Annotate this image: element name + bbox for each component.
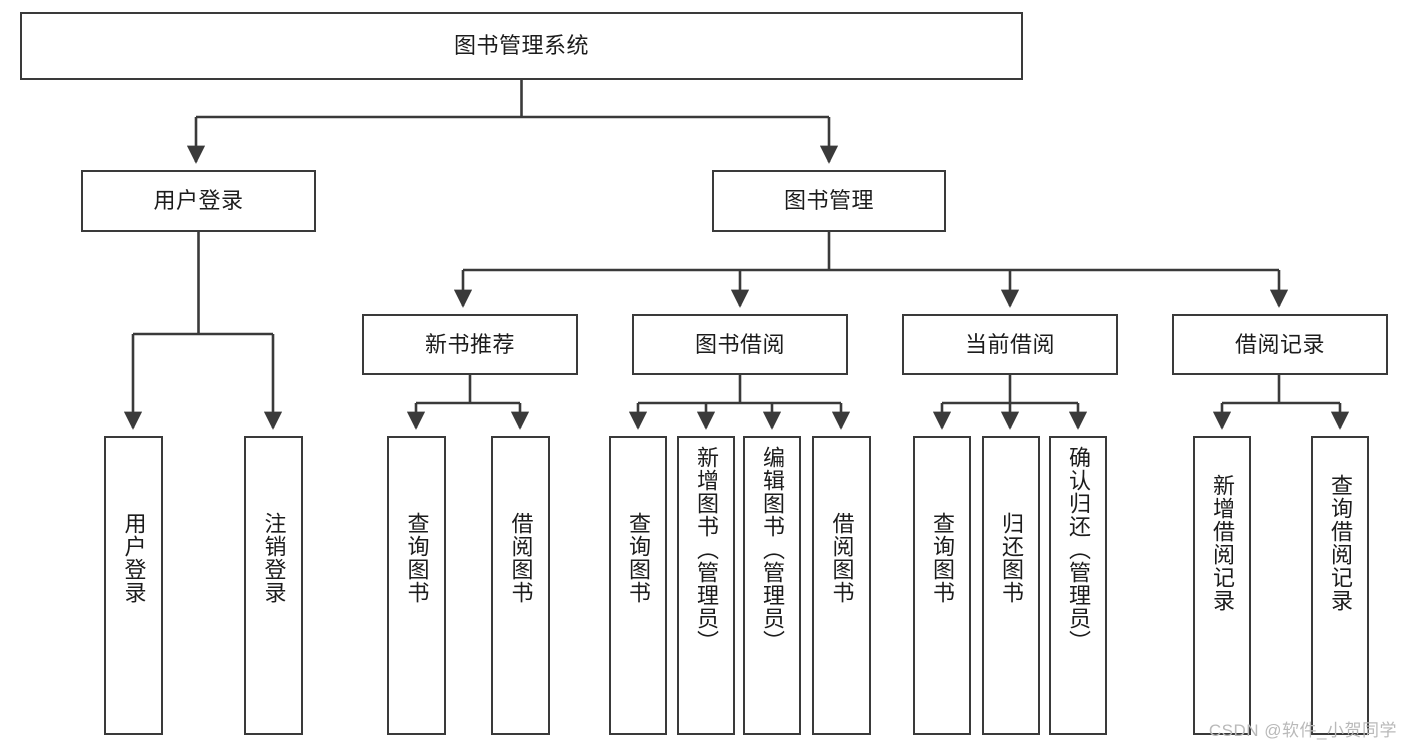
leaf-borrow-borrow-book[interactable]: 借阅图书 (812, 436, 871, 735)
leaf-record-add-record-label: 新增借阅记录 (1209, 474, 1235, 612)
node-root[interactable]: 图书管理系统 (20, 12, 1023, 80)
leaf-current-return-book[interactable]: 归还图书 (982, 436, 1040, 735)
leaf-recommend-borrow-book[interactable]: 借阅图书 (491, 436, 550, 735)
leaf-user-logout-label: 注销登录 (261, 512, 287, 604)
leaf-user-logout[interactable]: 注销登录 (244, 436, 303, 735)
leaf-recommend-query-book[interactable]: 查询图书 (387, 436, 446, 735)
leaf-user-login[interactable]: 用户登录 (104, 436, 163, 735)
leaf-borrow-add-book-admin-label: 新增图书（管理员） (693, 446, 719, 653)
node-book-borrow[interactable]: 图书借阅 (632, 314, 848, 375)
leaf-current-query-book[interactable]: 查询图书 (913, 436, 971, 735)
node-borrow-record-label: 借阅记录 (1234, 331, 1325, 357)
leaf-borrow-borrow-book-label: 借阅图书 (829, 512, 855, 604)
node-new-book-recommend-label: 新书推荐 (424, 331, 515, 357)
leaf-recommend-query-book-label: 查询图书 (404, 512, 430, 604)
leaf-current-query-book-label: 查询图书 (929, 512, 955, 604)
watermark: CSDN @软件_小贺同学 (1208, 721, 1397, 740)
node-user-login[interactable]: 用户登录 (81, 170, 316, 232)
leaf-user-login-label: 用户登录 (121, 512, 147, 604)
leaf-borrow-add-book-admin[interactable]: 新增图书（管理员） (677, 436, 735, 735)
leaf-record-query-record-label: 查询借阅记录 (1327, 474, 1353, 612)
node-current-borrow[interactable]: 当前借阅 (902, 314, 1118, 375)
leaf-borrow-query-book[interactable]: 查询图书 (609, 436, 667, 735)
leaf-borrow-edit-book-admin-label: 编辑图书（管理员） (759, 446, 785, 653)
node-borrow-record[interactable]: 借阅记录 (1172, 314, 1388, 375)
leaf-current-confirm-return-admin[interactable]: 确认归还（管理员） (1049, 436, 1107, 735)
leaf-borrow-query-book-label: 查询图书 (625, 512, 651, 604)
leaf-record-add-record[interactable]: 新增借阅记录 (1193, 436, 1251, 735)
leaf-recommend-borrow-book-label: 借阅图书 (508, 512, 534, 604)
node-book-borrow-label: 图书借阅 (694, 331, 785, 357)
leaf-record-query-record[interactable]: 查询借阅记录 (1311, 436, 1369, 735)
node-current-borrow-label: 当前借阅 (964, 331, 1055, 357)
node-book-management-label: 图书管理 (783, 188, 874, 214)
node-user-login-label: 用户登录 (153, 188, 244, 214)
node-book-management[interactable]: 图书管理 (712, 170, 946, 232)
leaf-borrow-edit-book-admin[interactable]: 编辑图书（管理员） (743, 436, 801, 735)
node-new-book-recommend[interactable]: 新书推荐 (362, 314, 578, 375)
node-root-label: 图书管理系统 (453, 33, 589, 59)
leaf-current-return-book-label: 归还图书 (998, 512, 1024, 604)
leaf-current-confirm-return-admin-label: 确认归还（管理员） (1065, 446, 1091, 653)
